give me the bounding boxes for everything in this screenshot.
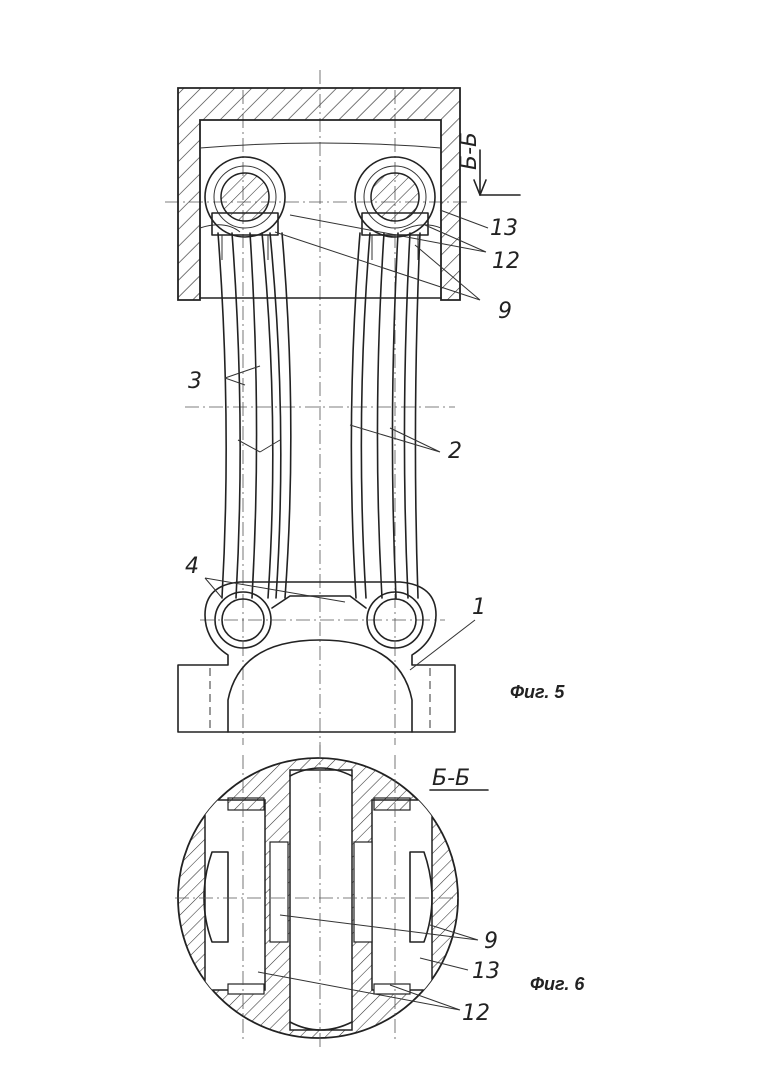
- section-mark-bb: Б-Б: [457, 132, 520, 195]
- left-rods: [218, 233, 291, 598]
- label-12: 12: [492, 249, 520, 274]
- label-9: 9: [498, 299, 512, 324]
- figure-5-caption: Фиг. 5: [510, 682, 565, 702]
- figure-6-section-title: Б-Б: [432, 766, 470, 791]
- piston-inner-line: [200, 143, 441, 148]
- label-1: 1: [472, 595, 486, 620]
- fig6-label-9: 9: [484, 929, 498, 954]
- fig6-label-12: 12: [462, 1001, 490, 1026]
- left-pin-assembly: [205, 157, 285, 260]
- right-rods: [351, 233, 420, 598]
- label-4: 4: [185, 554, 199, 579]
- label-2: 2: [448, 439, 462, 464]
- label-13: 13: [490, 216, 518, 241]
- crank-head: [178, 582, 455, 732]
- fig6-label-13: 13: [472, 959, 500, 984]
- figure-6: Б-Б: [175, 745, 585, 1050]
- figure-6-caption: Фиг. 6: [530, 974, 585, 994]
- label-3: 3: [188, 369, 202, 394]
- figure-5: Б-Б 13 12 9 3 2 4 1 Фиг. 5: [165, 70, 565, 755]
- section-mark-label: Б-Б: [457, 132, 482, 170]
